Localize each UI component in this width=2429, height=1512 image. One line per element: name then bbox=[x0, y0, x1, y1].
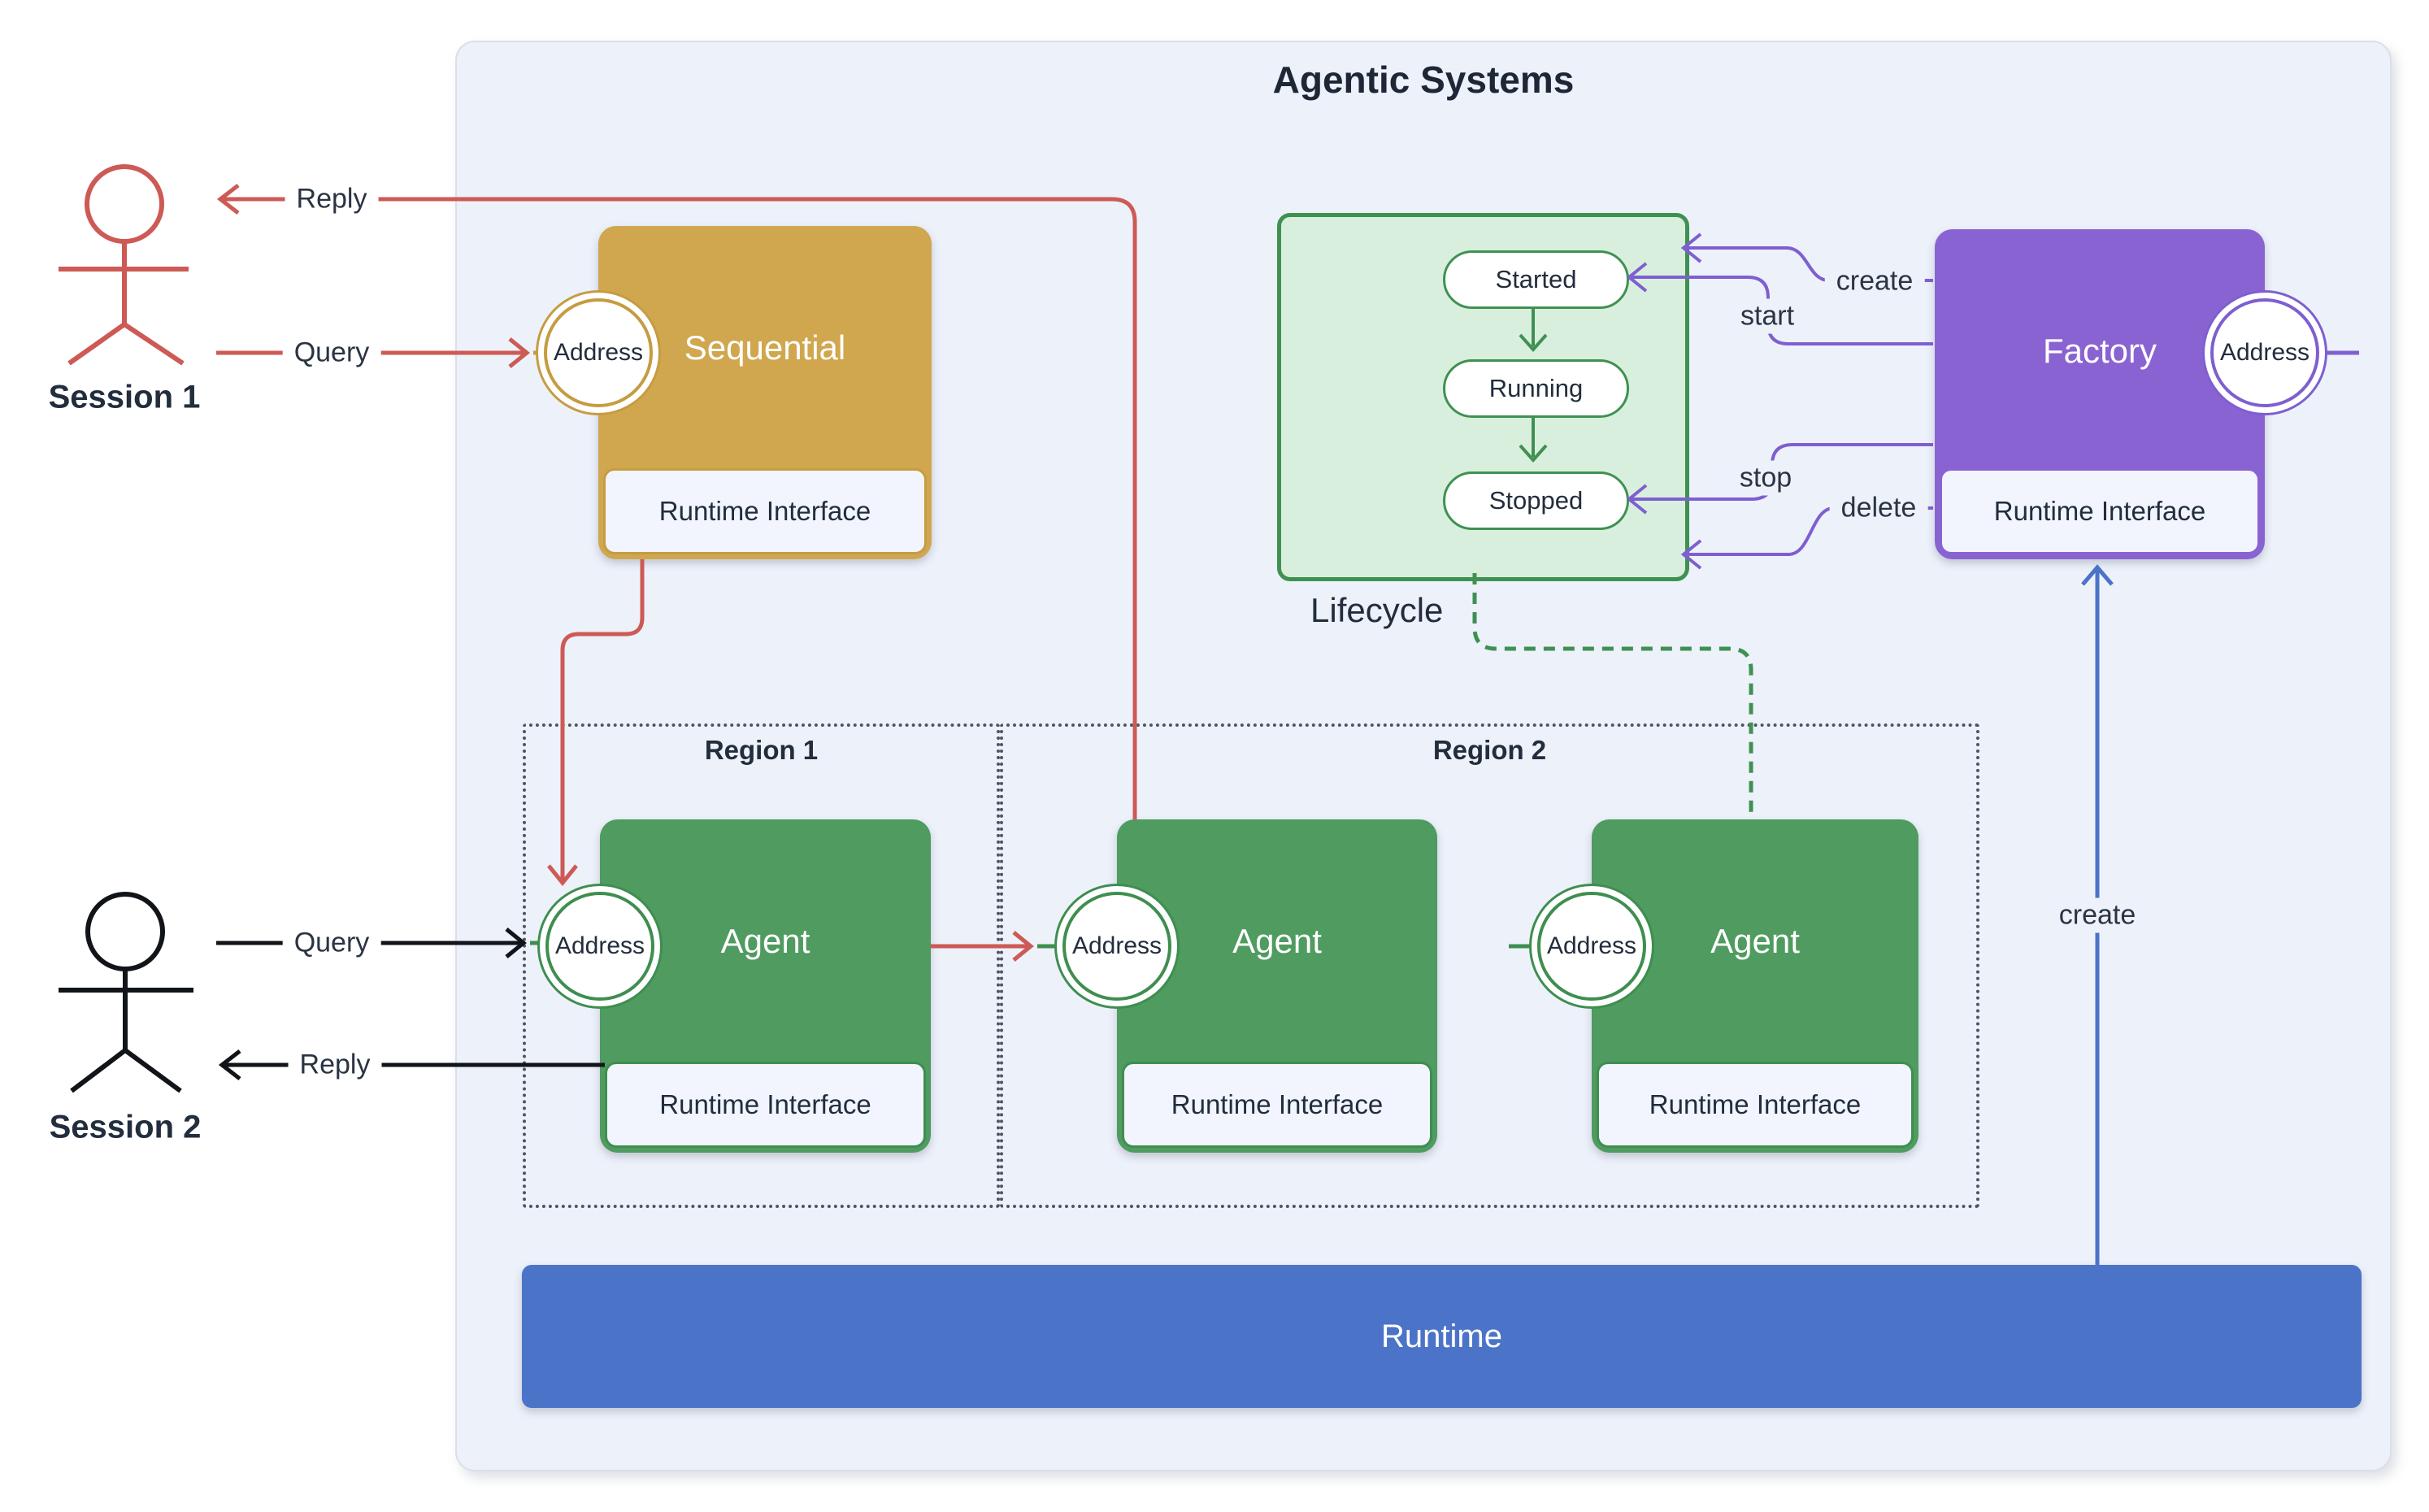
agent-3-title: Agent bbox=[1710, 922, 1800, 960]
agent-2-box: Agent Runtime Interface bbox=[1117, 819, 1437, 1153]
arrowhead-left-icon bbox=[218, 1049, 241, 1080]
session-1-person-icon bbox=[59, 164, 189, 366]
reply-label-session1: Reply bbox=[285, 181, 379, 217]
sequential-box: Sequential Runtime Interface bbox=[598, 226, 932, 559]
arrowhead-left-icon bbox=[216, 184, 240, 215]
lifecycle-state-stopped: Stopped bbox=[1443, 471, 1629, 530]
agent-1-runtime-interface: Runtime Interface bbox=[605, 1062, 926, 1148]
lifecycle-label: Lifecycle bbox=[1310, 591, 1444, 629]
agent-3-address-label: Address bbox=[1546, 932, 1637, 959]
runtime-bar-label: Runtime bbox=[1381, 1318, 1502, 1354]
session-2-label: Session 2 bbox=[49, 1109, 202, 1145]
agent-3-box: Agent Runtime Interface bbox=[1592, 819, 1918, 1153]
create-label: create bbox=[1824, 263, 1925, 299]
agent-1-address-port: Address bbox=[545, 892, 654, 1001]
agent-1-title: Agent bbox=[720, 922, 810, 960]
factory-title: Factory bbox=[2042, 332, 2157, 370]
factory-box: Factory Runtime Interface bbox=[1935, 229, 2265, 559]
factory-address-port: Address bbox=[2210, 298, 2319, 407]
session-2-person-icon bbox=[59, 892, 193, 1093]
session-1-label: Session 1 bbox=[48, 379, 201, 415]
agent-2-runtime-interface: Runtime Interface bbox=[1122, 1062, 1432, 1148]
agent-1-box: Agent Runtime Interface bbox=[600, 819, 931, 1153]
query-label-session2: Query bbox=[282, 925, 381, 961]
query-label-session1: Query bbox=[282, 335, 381, 371]
reply-label-session2: Reply bbox=[288, 1047, 382, 1083]
agent-1-address-label: Address bbox=[554, 932, 645, 959]
page-title: Agentic Systems bbox=[1272, 59, 1575, 101]
region-1-label: Region 1 bbox=[704, 735, 819, 765]
lifecycle-state-started: Started bbox=[1443, 250, 1629, 309]
runtime-create-label: create bbox=[2047, 897, 2148, 933]
agent-2-title: Agent bbox=[1232, 922, 1322, 960]
start-label: start bbox=[1728, 298, 1806, 334]
sequential-address-port: Address bbox=[544, 298, 653, 407]
sequential-address-label: Address bbox=[553, 339, 644, 366]
delete-label: delete bbox=[1829, 490, 1928, 526]
factory-runtime-interface: Runtime Interface bbox=[1940, 468, 2260, 554]
lifecycle-box: Lifecycle Started Running Stopped bbox=[1277, 213, 1689, 629]
agent-2-address-port: Address bbox=[1062, 892, 1171, 1001]
runtime-bar: Runtime bbox=[522, 1265, 2362, 1408]
agent-3-address-port: Address bbox=[1537, 892, 1646, 1001]
factory-address-label: Address bbox=[2219, 339, 2310, 366]
stop-label: stop bbox=[1727, 460, 1804, 496]
agent-3-runtime-interface: Runtime Interface bbox=[1597, 1062, 1914, 1148]
sequential-runtime-interface: Runtime Interface bbox=[603, 468, 927, 554]
lifecycle-state-running: Running bbox=[1443, 359, 1629, 418]
agent-2-address-label: Address bbox=[1071, 932, 1162, 959]
region-2-label: Region 2 bbox=[1432, 735, 1547, 765]
